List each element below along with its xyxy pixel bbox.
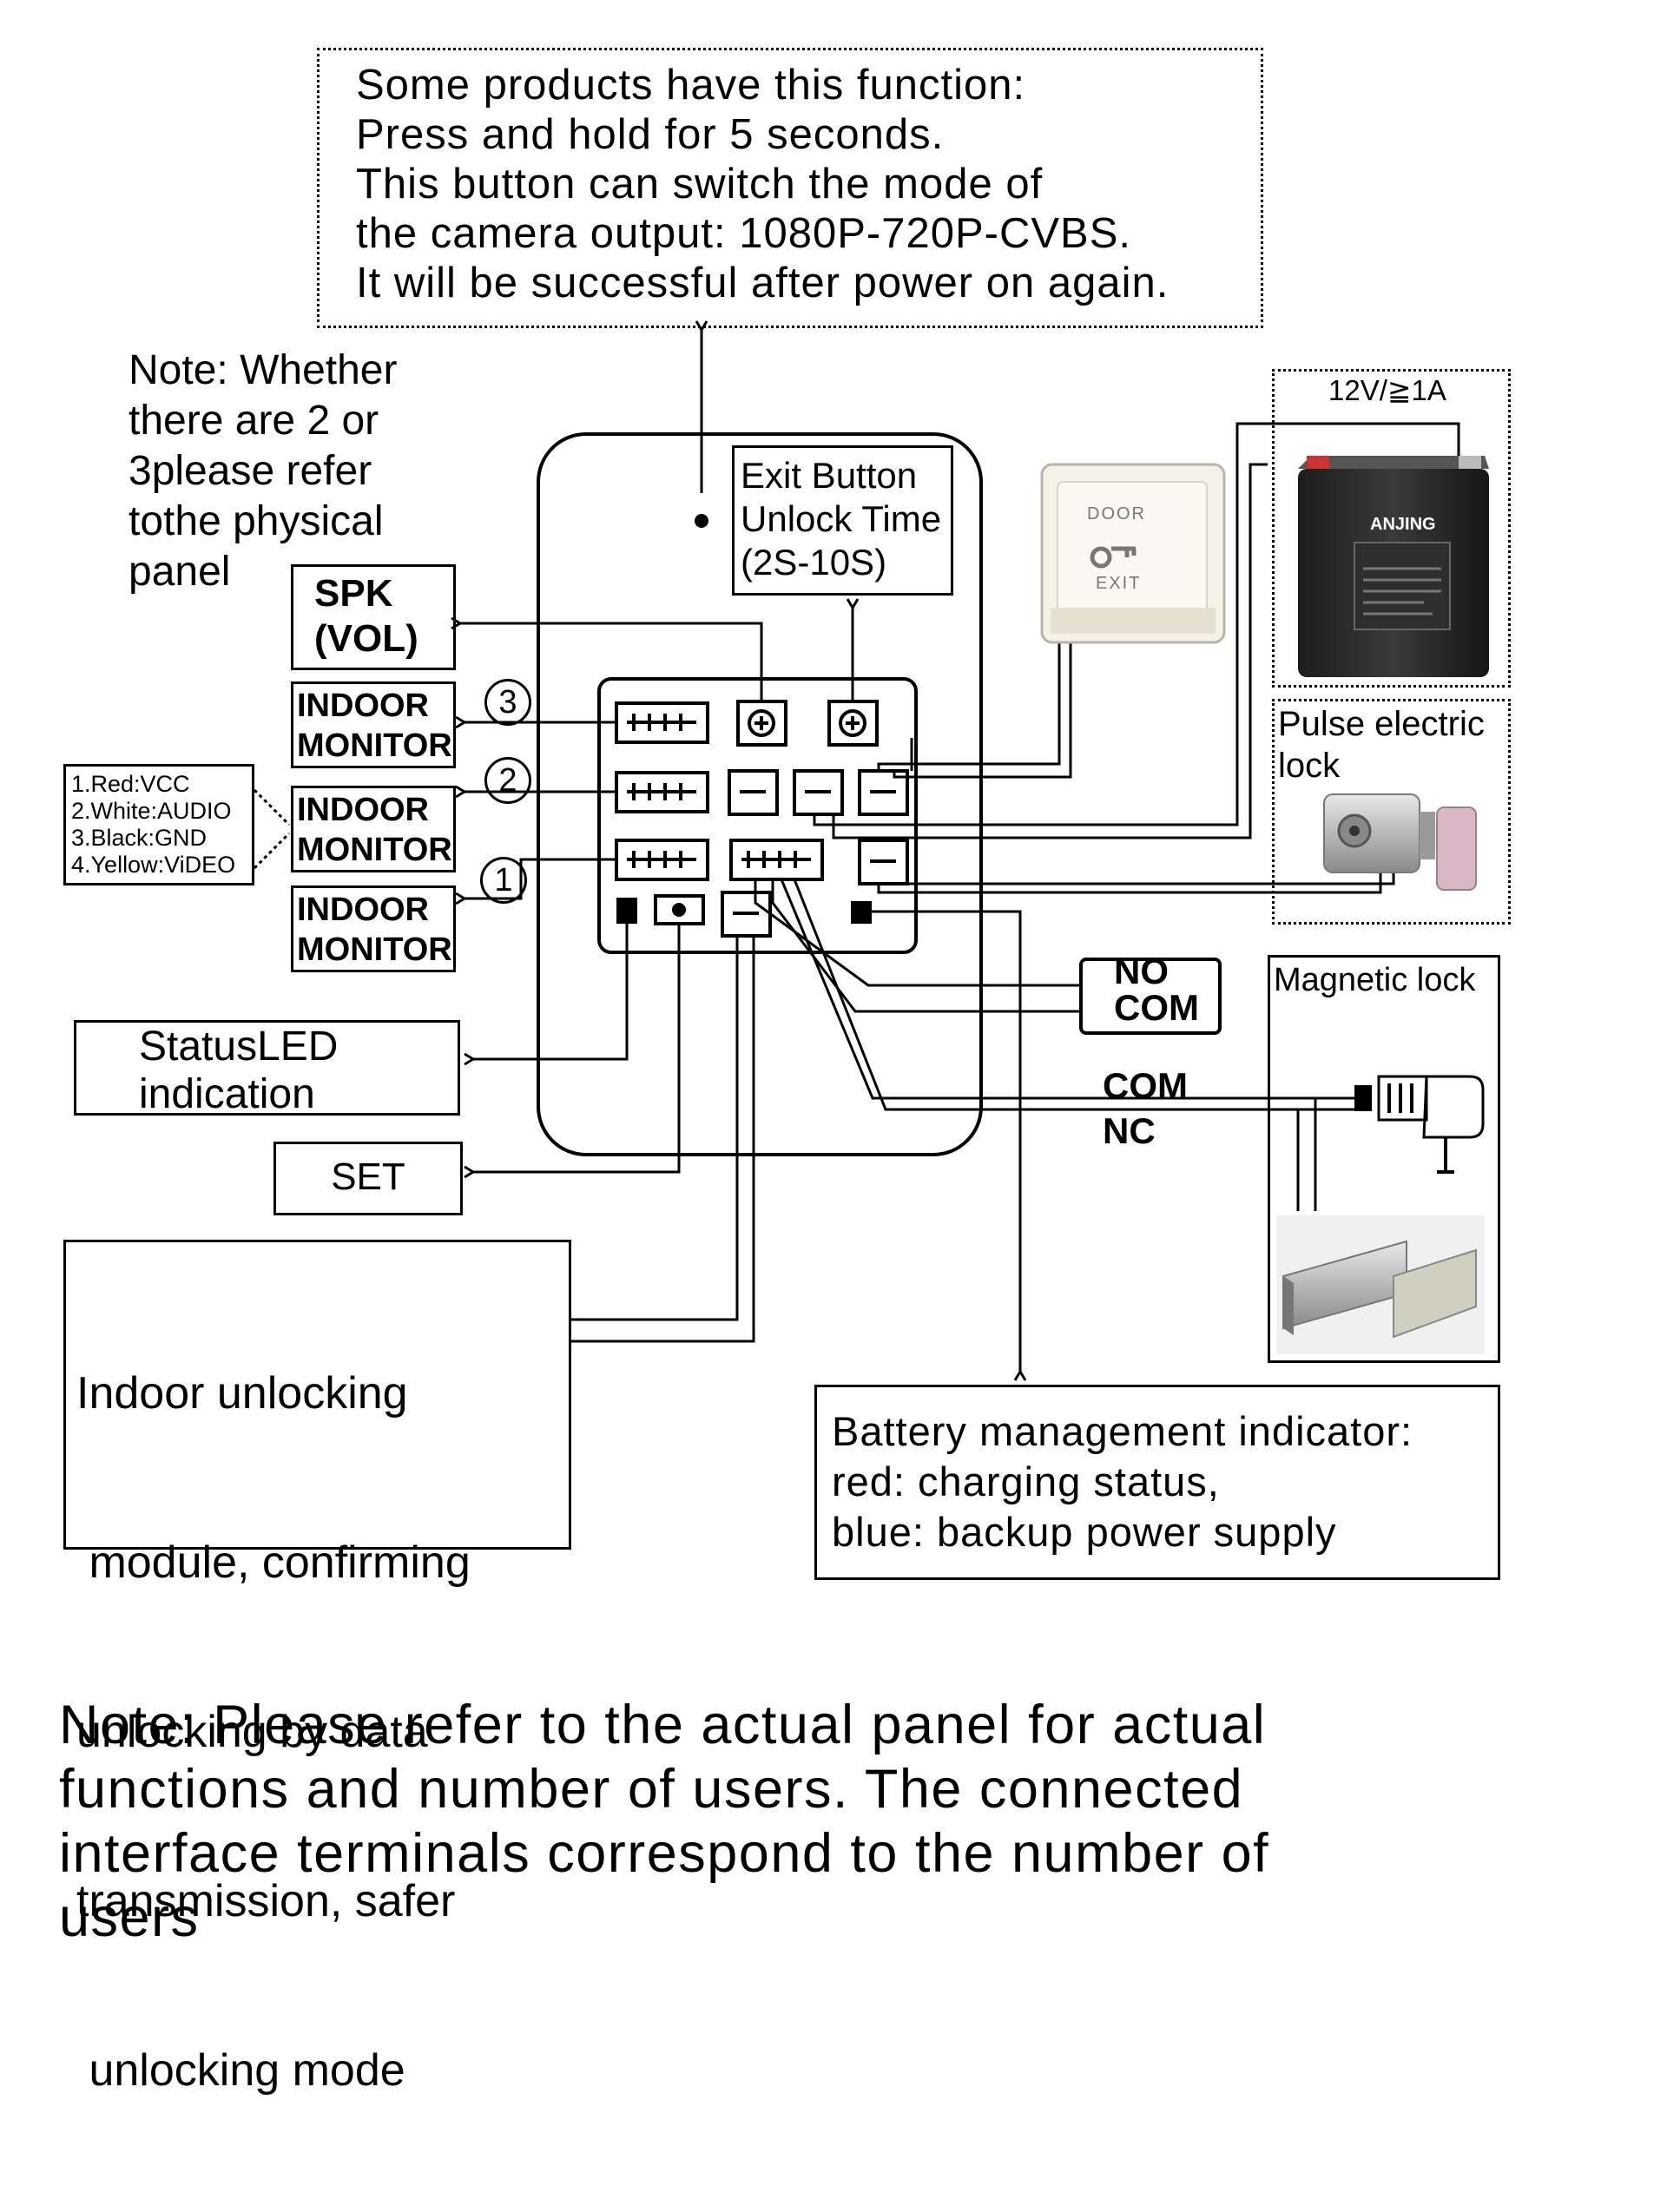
terminal-block [597,677,918,954]
exit-button-time-label: Exit Button Unlock Time (2S-10S) [741,455,942,583]
exit-button-time-box [732,445,953,596]
indoor-monitor-1-label: INDOOR MONITOR [297,892,452,968]
connector-row-4 [616,891,872,938]
magnetic-lock-label: Magnetic lock [1274,962,1476,998]
set-box [273,1142,463,1215]
door-exit-bottom: EXIT [1096,574,1142,593]
status-led-label: StatusLED indication [139,1024,339,1117]
spk-vol-box [291,564,456,670]
panel-body [537,432,983,1156]
pulse-lock-box [1272,699,1511,925]
indoor-unlock-box [63,1240,571,1550]
side-note-text: Note: Whether there are 2 or 3please ref… [128,347,398,595]
magnetic-lock-picture [1276,1075,1485,1354]
top-note-box [317,48,1263,328]
indoor-monitor-3-label: INDOOR MONITOR [297,688,452,764]
wiring-diagram: Some products have this function: Press … [0,0,1511,2096]
indoor-monitor-1-box [291,885,456,972]
power-spec: 12V/≧1A [1328,374,1446,406]
battery-picture [1298,456,1489,677]
status-led-box [74,1020,460,1116]
com-nc-label: COM NC [1103,1065,1188,1151]
battery-brand: ANJING [1370,515,1436,534]
wire-legend-bracket [254,788,291,870]
indoor-monitor-2-number: 2 [484,757,531,804]
set-label: SET [331,1155,405,1198]
wire-legend-box [63,764,254,885]
battery-mgmt-text: Battery management indicator: red: charg… [832,1408,1413,1555]
connector-row-2 [615,769,909,816]
bottom-note: Note: Please refer to the actual panel f… [59,1695,1270,1948]
power-box [1272,369,1511,688]
battery-mgmt-box [814,1385,1500,1580]
pulse-lock-picture [1323,793,1477,891]
indoor-monitor-3-box [291,681,456,768]
connection-wires [460,330,1460,1372]
door-exit-top: DOOR [1087,504,1146,523]
wire-legend: 1.Red:VCC 2.White:AUDIO 3.Black:GND 4.Ye… [71,771,236,878]
indoor-monitor-3-number: 3 [484,679,531,726]
indoor-monitor-2-box [291,786,456,872]
no-com-box [1079,958,1222,1035]
pulse-lock-label: Pulse electric lock [1278,705,1485,785]
magnetic-lock-box [1268,955,1500,1363]
diagram-graphics [0,0,1489,2023]
spk-vol-label: SPK (VOL) [314,572,418,660]
indoor-monitor-2-label: INDOOR MONITOR [297,792,452,868]
exit-button-picture [1040,463,1226,644]
connector-row-1 [615,700,879,747]
connector-row-3 [615,839,909,885]
indoor-monitor-1-number: 1 [480,857,527,904]
no-com-label: NO COM [1114,951,1199,1028]
top-note-text: Some products have this function: Press … [356,62,1170,306]
